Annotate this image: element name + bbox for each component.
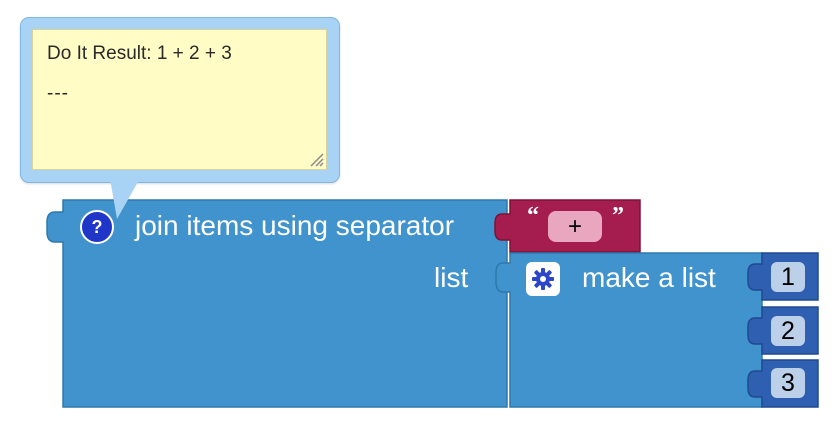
- gear-icon[interactable]: [526, 262, 560, 296]
- comment-body: ---: [47, 82, 69, 104]
- bubble-tail: [109, 173, 143, 219]
- number-field-2[interactable]: 2: [771, 316, 805, 346]
- make-a-list-block[interactable]: [495, 252, 763, 408]
- open-quote: “: [527, 203, 539, 229]
- comment-textarea[interactable]: Do It Result: 1 + 2 + 3 ---: [32, 29, 327, 170]
- number-field-3[interactable]: 3: [771, 368, 805, 398]
- comment-bubble[interactable]: Do It Result: 1 + 2 + 3 ---: [20, 17, 340, 219]
- separator-text-field[interactable]: +: [548, 211, 602, 242]
- make-a-list-label: make a list: [582, 262, 716, 293]
- list-socket-label: list: [434, 262, 469, 293]
- join-items-label: join items using separator: [135, 210, 455, 241]
- help-icon[interactable]: ?: [80, 210, 114, 244]
- close-quote: ”: [612, 203, 624, 229]
- number-field-1[interactable]: 1: [771, 262, 805, 292]
- mutator-gear-icon: [532, 268, 554, 290]
- join-items-block[interactable]: [46, 199, 508, 408]
- resize-grip-icon[interactable]: [308, 151, 324, 167]
- comment-title: Do It Result: 1 + 2 + 3: [47, 43, 232, 64]
